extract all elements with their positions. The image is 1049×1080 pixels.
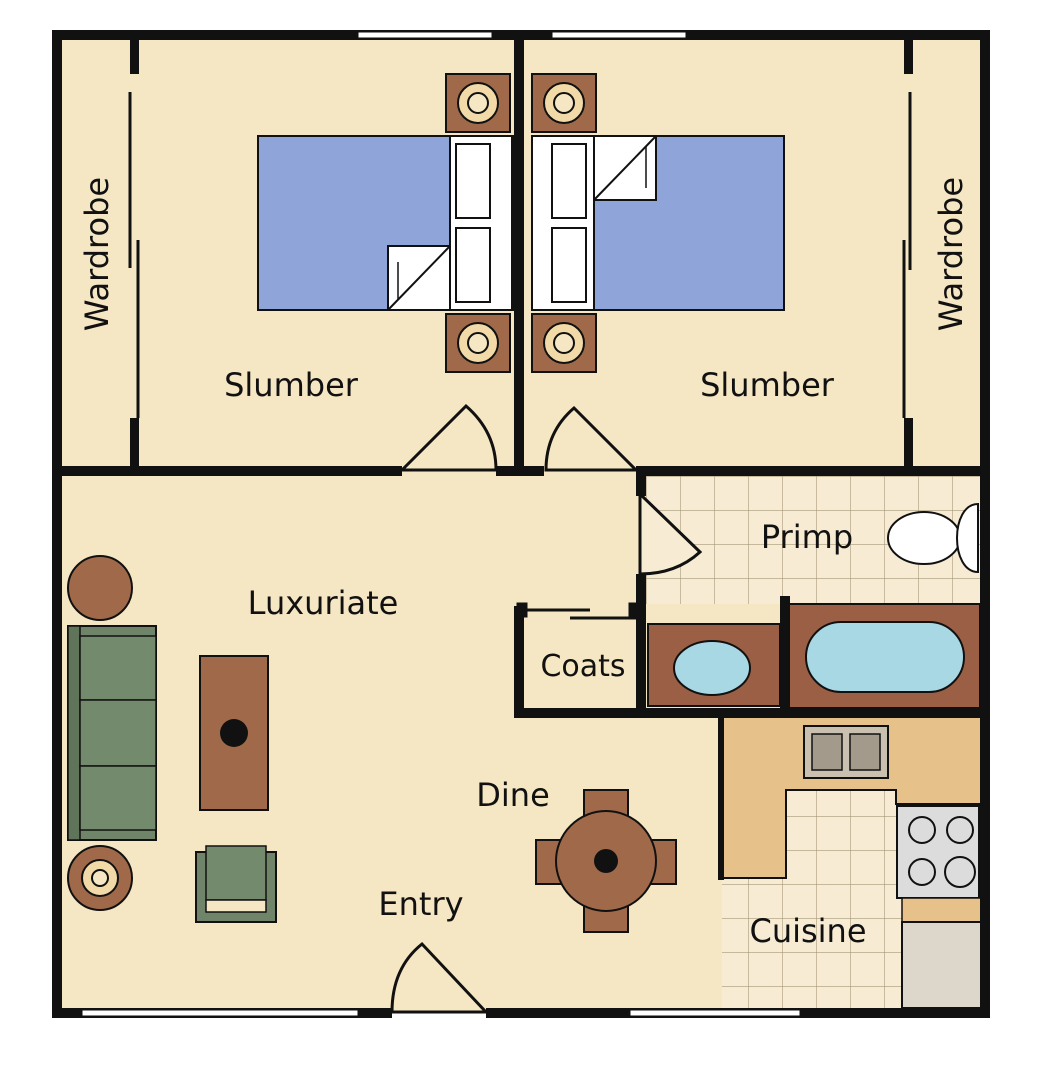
dining-table-icon <box>535 789 677 933</box>
sink-icon <box>673 640 751 696</box>
coffee-table-icon <box>199 655 269 811</box>
room-label-dine: Dine <box>476 776 550 814</box>
toilet-icon <box>887 502 979 574</box>
nightstand-icon <box>531 313 597 373</box>
room-label-cuisine: Cuisine <box>749 912 866 950</box>
room-label-entry: Entry <box>378 885 463 923</box>
refrigerator-icon <box>901 921 983 1009</box>
room-label-coats: Coats <box>540 649 625 684</box>
room-label-wardrobe-right: Wardrobe <box>932 177 970 331</box>
nightstand-icon <box>531 73 597 133</box>
door-swing-icon <box>390 403 703 1014</box>
sofa-icon <box>67 625 157 841</box>
nightstand-icon <box>445 313 511 373</box>
bathtub-icon <box>787 603 981 709</box>
closet-sliding-door <box>516 602 640 620</box>
room-label-primp: Primp <box>761 518 853 556</box>
kitchen-sink-icon <box>803 725 889 779</box>
windows <box>81 31 801 1017</box>
room-label-slumber-left: Slumber <box>224 366 359 404</box>
side-table-icon <box>67 845 133 911</box>
coats-closet <box>518 608 640 712</box>
room-label-wardrobe-left: Wardrobe <box>78 177 116 331</box>
room-label-luxuriate: Luxuriate <box>248 584 399 622</box>
stove-icon <box>896 805 980 899</box>
wardrobe-doors <box>128 92 912 418</box>
kitchen-counter-strip <box>901 897 983 923</box>
room-label-slumber-right: Slumber <box>700 366 835 404</box>
bed-icon <box>531 135 785 311</box>
armchair-icon <box>195 845 277 923</box>
nightstand-icon <box>445 73 511 133</box>
bathroom-vanity <box>647 623 781 707</box>
bed-icon <box>257 135 515 311</box>
side-table-icon <box>67 555 133 621</box>
